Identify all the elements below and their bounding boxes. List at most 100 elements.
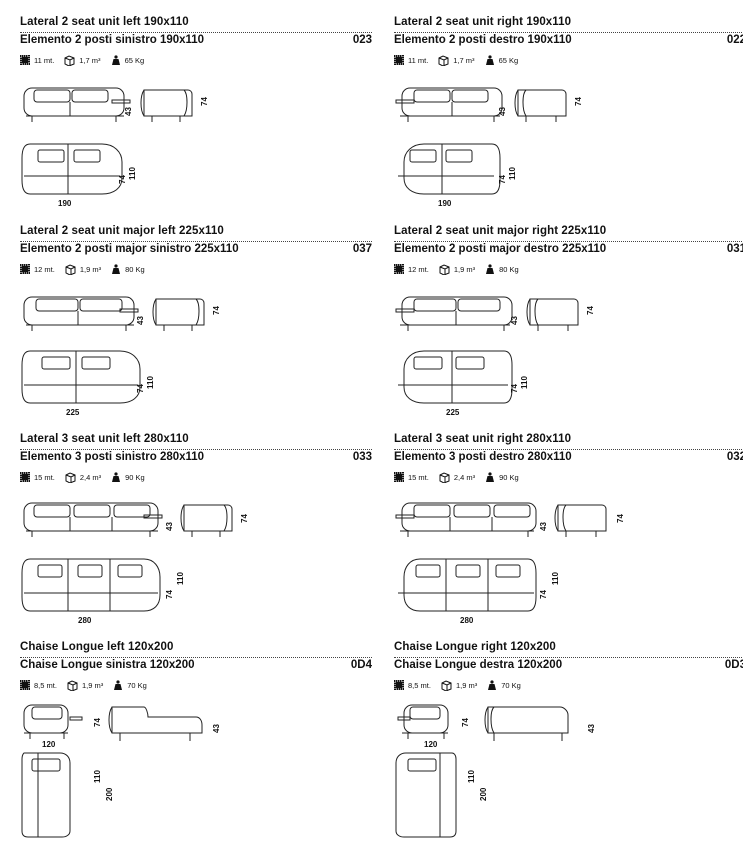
width-dimension: 120 — [42, 740, 56, 749]
weight-icon — [485, 54, 494, 65]
side-view — [108, 706, 203, 741]
weight-amount: 65 Kg — [498, 55, 519, 65]
package-box-icon — [438, 54, 449, 66]
weight-amount: 65 Kg — [124, 55, 145, 65]
separator — [20, 449, 372, 450]
weight-icon — [486, 263, 495, 274]
package-box-icon — [67, 679, 78, 691]
product-code: 022 — [726, 34, 743, 46]
height-dimension: 74 — [200, 97, 209, 106]
separator — [20, 657, 372, 658]
package-box-icon — [65, 471, 76, 483]
product-code: 037 — [352, 243, 372, 255]
product-title-it: Elemento 3 posti sinistro 280x110 — [20, 451, 205, 463]
volume-amount: 1,9 m³ — [453, 264, 476, 274]
product-card: Chaise Longue left 120x200 Chaise Longue… — [20, 641, 372, 846]
depth-dimension: 110 — [176, 572, 185, 585]
weight-icon — [486, 471, 495, 482]
height-dimension-top: 74 — [510, 384, 519, 393]
fabric-swatch-icon — [394, 264, 404, 274]
width-dimension: 120 — [424, 740, 438, 749]
seat-dimension: 43 — [165, 522, 174, 531]
seat-dimension: 43 — [124, 107, 133, 116]
fabric-amount: 8,5 mt. — [408, 680, 431, 690]
depth-dimension: 110 — [508, 167, 517, 180]
product-code: 0D3 — [724, 659, 743, 671]
top-view — [398, 350, 513, 404]
separator — [20, 32, 372, 33]
front-view — [23, 87, 131, 122]
chaise-depth-dimension: 110 — [93, 770, 102, 783]
depth-dimension: 110 — [146, 376, 155, 389]
dimension-drawings: 120 74 43 110 200 — [395, 704, 596, 838]
product-card: Lateral 2 seat unit major left 225x110 E… — [20, 225, 372, 430]
product-card: Lateral 2 seat unit left 190x110 Element… — [20, 16, 372, 221]
side-view — [180, 504, 233, 537]
product-title-en: Lateral 2 seat unit major right 225x110 — [394, 225, 607, 237]
package-box-icon — [64, 54, 75, 66]
product-card: Lateral 3 seat unit left 280x110 Element… — [20, 433, 372, 638]
product-card: Chaise Longue right 120x200 Chaise Longu… — [394, 641, 743, 846]
top-view — [21, 143, 123, 195]
product-title-it: Chaise Longue sinistra 120x200 — [20, 659, 195, 671]
product-title-it: Elemento 2 posti sinistro 190x110 — [20, 34, 205, 46]
product-title-it: Chaise Longue destra 120x200 — [394, 659, 563, 671]
height-dimension: 74 — [212, 306, 221, 315]
fabric-amount: 8,5 mt. — [34, 680, 57, 690]
weight-amount: 90 Kg — [125, 472, 145, 482]
product-code: 033 — [352, 451, 372, 463]
seat-dimension: 43 — [510, 316, 519, 325]
volume-amount: 1,9 m³ — [79, 264, 102, 274]
top-view — [21, 350, 141, 404]
seat-dimension: 43 — [212, 724, 221, 733]
height-dimension: 74 — [93, 718, 102, 727]
specs-row: 8,5 mt. 1,9 m³ 70 Kg — [394, 679, 527, 691]
fabric-swatch-icon — [20, 55, 30, 65]
side-view — [526, 298, 579, 331]
product-title-en: Chaise Longue left 120x200 — [20, 641, 174, 653]
height-dimension: 74 — [616, 514, 625, 523]
height-dimension-top: 74 — [539, 590, 548, 599]
product-title-it: Elemento 3 posti destro 280x110 — [394, 451, 572, 463]
side-view — [554, 504, 607, 537]
product-card: Lateral 2 seat unit right 190x110 Elemen… — [394, 16, 743, 221]
weight-icon — [114, 679, 123, 690]
seat-dimension: 43 — [587, 724, 596, 733]
width-dimension: 225 — [66, 408, 80, 417]
height-dimension-top: 74 — [165, 590, 174, 599]
package-box-icon — [441, 679, 452, 691]
product-card: Lateral 2 seat unit major right 225x110 … — [394, 225, 743, 430]
weight-amount: 70 Kg — [127, 680, 147, 690]
product-code: 032 — [726, 451, 743, 463]
product-title-it: Elemento 2 posti major sinistro 225x110 — [20, 243, 239, 255]
fabric-swatch-icon — [20, 680, 30, 690]
product-card: Lateral 3 seat unit right 280x110 Elemen… — [394, 433, 743, 638]
height-dimension: 74 — [461, 718, 470, 727]
volume-amount: 1,9 m³ — [455, 680, 478, 690]
specs-row: 15 mt. 2,4 m³ 90 Kg — [20, 471, 151, 483]
width-dimension: 190 — [58, 199, 72, 208]
width-dimension: 225 — [446, 408, 460, 417]
fabric-amount: 11 mt. — [34, 55, 55, 65]
side-view — [514, 89, 567, 122]
dimension-drawings: 280 74 43 110 74 — [395, 502, 625, 625]
top-view — [398, 143, 501, 195]
separator — [394, 449, 743, 450]
volume-amount: 2,4 m³ — [79, 472, 102, 482]
specs-row: 8,5 mt. 1,9 m³ 70 Kg — [20, 679, 153, 691]
front-view — [395, 502, 537, 537]
separator — [20, 241, 372, 242]
front-view — [23, 502, 163, 537]
package-box-icon — [65, 263, 76, 275]
weight-amount: 80 Kg — [499, 264, 519, 274]
separator — [394, 241, 743, 242]
dimension-drawings: 225 74 43 110 74 — [395, 296, 595, 417]
depth-dimension: 110 — [520, 376, 529, 389]
specs-row: 11 mt. 1,7 m³ 65 Kg — [394, 54, 524, 66]
side-view — [484, 706, 569, 741]
depth-dimension: 200 — [105, 787, 114, 801]
specs-row: 12 mt. 1,9 m³ 80 Kg — [394, 263, 525, 275]
weight-amount: 90 Kg — [499, 472, 519, 482]
top-view — [395, 752, 457, 838]
fabric-swatch-icon — [394, 680, 404, 690]
